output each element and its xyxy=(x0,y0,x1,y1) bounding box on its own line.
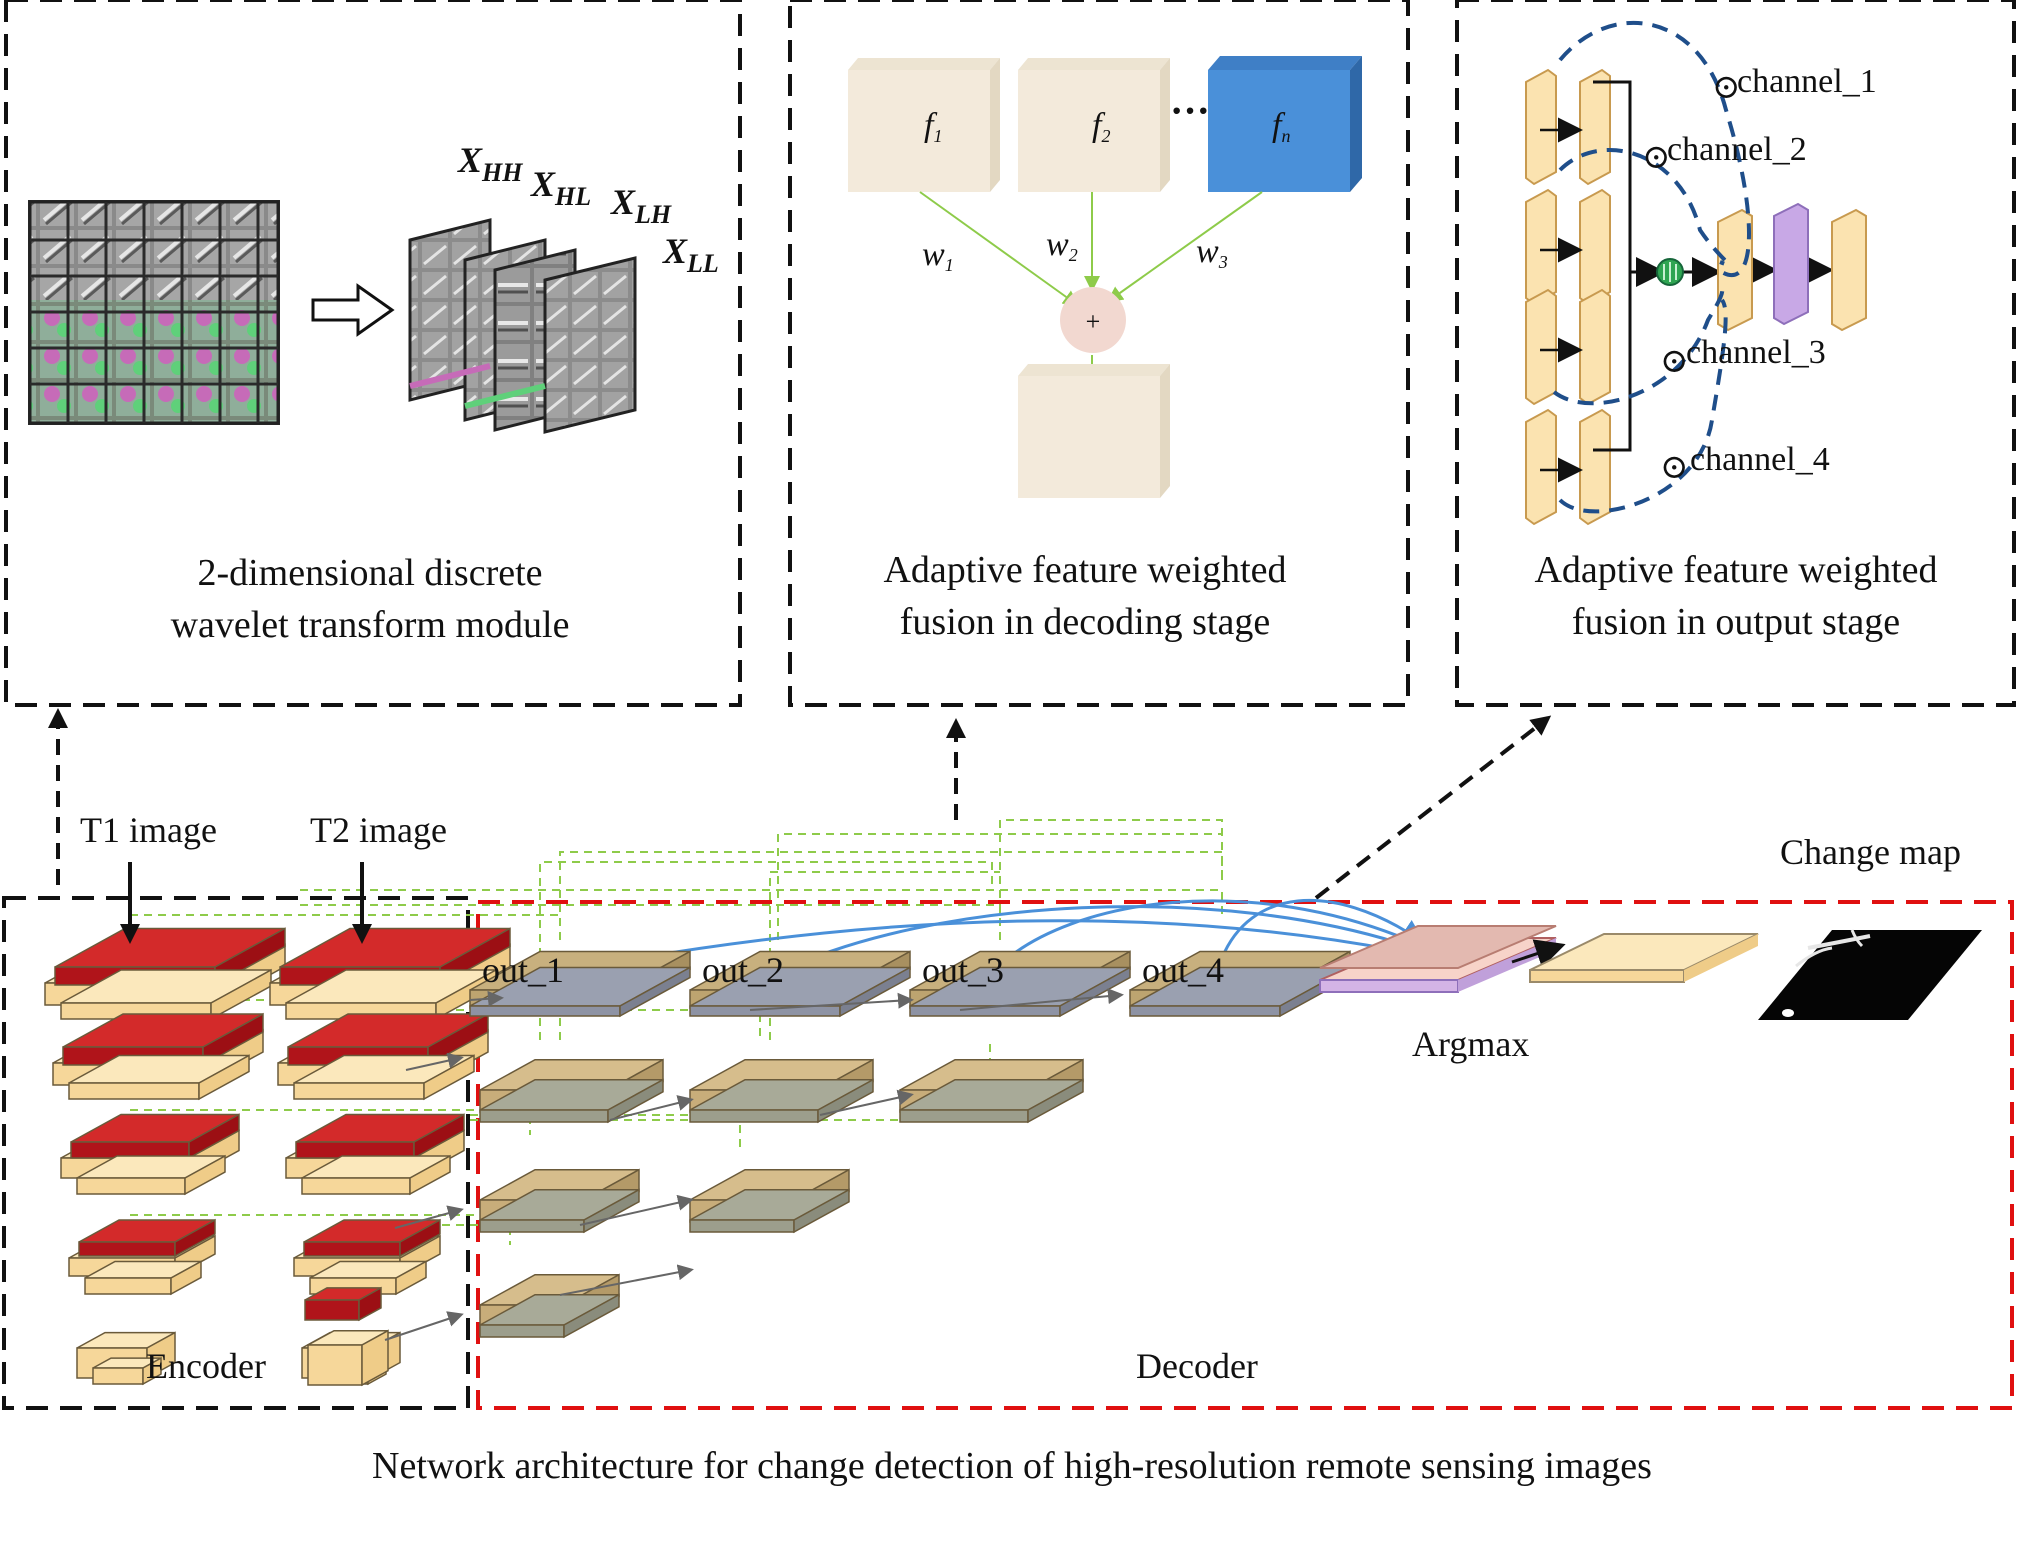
feature-ellipsis: ··· xyxy=(1170,88,1210,133)
fused-output-features xyxy=(1717,202,1867,332)
channel-feature-pair-3 xyxy=(1525,288,1611,406)
encoder-label: Encoder xyxy=(146,1346,266,1386)
encoder-t2-stack xyxy=(269,927,511,1387)
fused-feature xyxy=(1018,364,1170,498)
t1-image-label: T1 image xyxy=(80,810,217,850)
subband-label-ll: XLL xyxy=(662,231,719,278)
encoder-feature-red xyxy=(295,1113,465,1160)
odot-2: ⊙ xyxy=(1642,139,1671,176)
encoder-feature-cream-lower xyxy=(92,1356,162,1386)
subband-label-lh: XLH xyxy=(610,182,672,229)
decoding-caption-line1: Adaptive feature weighted xyxy=(883,549,1286,591)
channel-label-3: channel_3 xyxy=(1686,334,1826,371)
t2-image-label: T2 image xyxy=(310,810,447,850)
decoder-block-base xyxy=(899,1078,1084,1124)
channel-labels: ⊙ channel_1 ⊙ channel_2 ⊙ channel_3 ⊙ ch… xyxy=(1642,63,1877,486)
input-arrows xyxy=(120,862,372,944)
encoder-feature-red-small xyxy=(304,1286,382,1322)
sum-node: + xyxy=(1060,287,1126,353)
encoder-feature-cream-lower xyxy=(293,1054,475,1101)
subband-stack xyxy=(408,218,637,434)
filter-grid-image xyxy=(28,200,280,425)
encoder-feature-cream-lower xyxy=(301,1154,451,1196)
decoding-caption-line2: fusion in decoding stage xyxy=(900,601,1270,643)
encoder-feature-cream-lower xyxy=(76,1154,226,1196)
decoder-block-base xyxy=(689,1188,850,1234)
change-map-label: Change map xyxy=(1780,832,1961,872)
prediction-block xyxy=(1529,933,1759,983)
encoder-feature-cream-lower xyxy=(84,1260,202,1296)
sum-symbol: + xyxy=(1086,307,1101,336)
subband-label-hl: XHL xyxy=(530,164,591,211)
feature-fn xyxy=(1208,56,1362,192)
merge-node xyxy=(1656,258,1684,286)
weight-label-w1: w1 xyxy=(922,236,954,275)
decoder-out-label-3: out_3 xyxy=(922,950,1004,990)
flow-arrows xyxy=(384,988,1124,1341)
dwt-panel: XHH XHL XLH XLL 2-dimensional discrete w… xyxy=(4,0,742,707)
transform-arrow xyxy=(311,283,395,337)
channel-label-4: channel_4 xyxy=(1690,441,1830,478)
channel-feature-pairs xyxy=(1525,68,1611,526)
decoder-block-base xyxy=(469,966,691,1018)
output-fusion-panel: ⊙ channel_1 ⊙ channel_2 ⊙ channel_3 ⊙ ch… xyxy=(1455,0,2016,707)
change-map-image xyxy=(1758,929,1982,1020)
encoder-feature-red xyxy=(78,1218,216,1258)
argmax-label: Argmax xyxy=(1412,1024,1529,1064)
argmax-arrow xyxy=(1511,939,1566,968)
decoder-out-label-1: out_1 xyxy=(482,950,564,990)
odot-1: ⊙ xyxy=(1712,69,1741,106)
dwt-caption-line2: wavelet transform module xyxy=(171,604,570,646)
feature-f1 xyxy=(848,58,1000,192)
channel-merge-lines xyxy=(1593,80,1834,452)
subband-labels: XHH XHL XLH XLL xyxy=(457,140,719,278)
odot-3: ⊙ xyxy=(1660,343,1689,380)
encoder-t1-stack xyxy=(44,927,286,1386)
weight-label-w3: w3 xyxy=(1196,233,1228,272)
encoder-feature-red xyxy=(70,1113,240,1160)
feature-f2 xyxy=(1018,58,1170,192)
channel-label-2: channel_2 xyxy=(1667,131,1807,168)
subband-label-hh: XHH xyxy=(457,140,523,187)
decoding-panel-border xyxy=(788,0,1410,707)
output-caption-line1: Adaptive feature weighted xyxy=(1534,549,1937,591)
figure-caption: Network architecture for change detectio… xyxy=(372,1445,1652,1487)
dwt-caption-line1: 2-dimensional discrete xyxy=(197,552,542,594)
output-caption-line2: fusion in output stage xyxy=(1572,601,1900,643)
odot-4: ⊙ xyxy=(1660,449,1689,486)
argmax-block xyxy=(1319,925,1557,993)
decoder-out-label-2: out_2 xyxy=(702,950,784,990)
decoder-label: Decoder xyxy=(1136,1346,1258,1386)
decoder-block-base xyxy=(479,1078,664,1124)
channel-feature-pair-4 xyxy=(1525,408,1611,526)
output-panel-border xyxy=(1455,0,2016,707)
channel-label-1: channel_1 xyxy=(1737,63,1877,100)
decoder-block-base xyxy=(479,1293,620,1339)
channel-feature-pair-1 xyxy=(1525,68,1611,186)
decoder-out-label-4: out_4 xyxy=(1142,950,1224,990)
encoder-feature-red xyxy=(54,927,286,987)
encoder-box xyxy=(2,896,470,1410)
skip-connections xyxy=(130,819,1223,1245)
dwt-panel-border xyxy=(4,0,742,707)
panel-link-arrows xyxy=(48,708,1552,900)
encoder-feature-cream-lower xyxy=(68,1054,250,1101)
encoder-feature-cream-small xyxy=(307,1329,389,1387)
decoding-fusion-panel: f1 f2 fn ··· w1 w2 w3 + Adaptive feature… xyxy=(788,0,1410,707)
weight-label-w2: w2 xyxy=(1046,226,1078,265)
decoder-block-base xyxy=(689,966,911,1018)
channel-feature-pair-2 xyxy=(1525,188,1611,306)
channel-attention-curves xyxy=(1552,20,1751,514)
network: out_1 out_2 out_3 out_4 T1 image T2 image xyxy=(2,810,2014,1410)
decoder-blocks: out_1 out_2 out_3 out_4 xyxy=(469,950,1351,1339)
